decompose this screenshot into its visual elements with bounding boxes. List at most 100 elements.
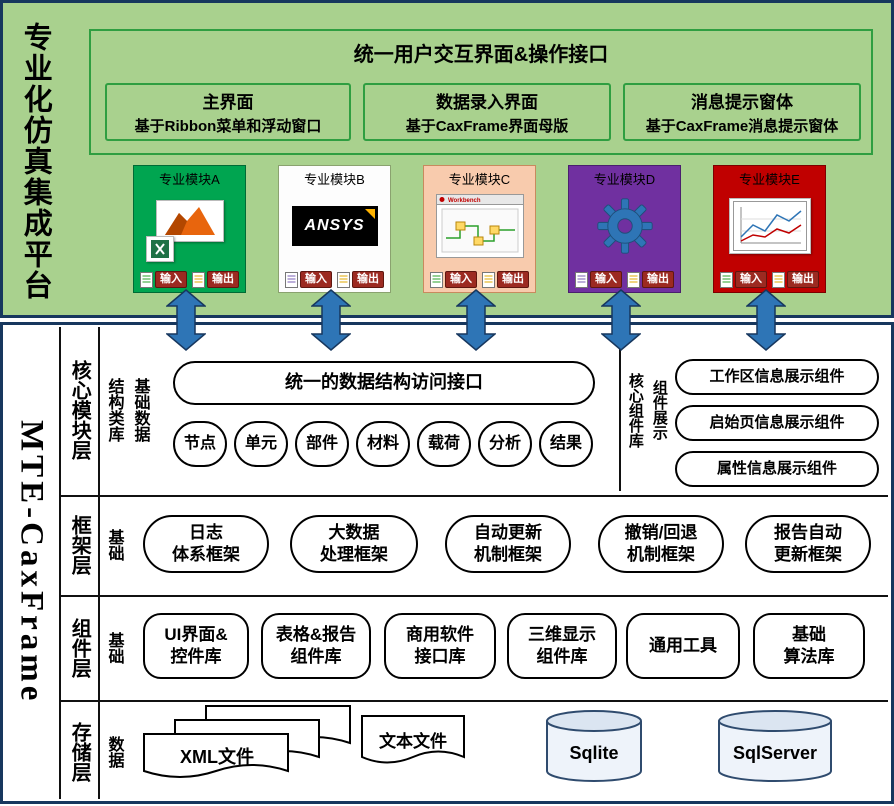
sqlserver-cylinder: SqlServer (717, 709, 833, 785)
component-layer-sublabel: 基础 (105, 631, 123, 664)
module-label: 专业模块D (593, 172, 656, 187)
ansys-logo: ANSYS (291, 206, 378, 246)
output-doc-icon (192, 272, 205, 288)
database-cylinder-icon (718, 710, 832, 782)
divider-line (59, 327, 61, 799)
output-doc-icon (627, 272, 640, 288)
framework-box: 自动更新 机制框架 (445, 515, 571, 573)
input-badge: 输入 (155, 270, 187, 288)
framework-box: 大数据 处理框架 (290, 515, 418, 573)
input-badge: 输入 (300, 270, 332, 288)
flow-arrow (601, 289, 641, 351)
sqlite-cylinder: Sqlite (545, 709, 643, 785)
input-doc-icon (720, 272, 733, 288)
stacked-documents-icon (143, 705, 351, 778)
component-display-label: 组件展示 (650, 380, 668, 440)
module-a-icons (134, 188, 245, 264)
flow-arrow (166, 289, 206, 351)
sqlite-label: Sqlite (569, 743, 619, 763)
core-item: 部件 (295, 421, 349, 467)
component-box: 基础 算法库 (753, 613, 865, 679)
workbench-screenshot-icon: Workbench (435, 194, 524, 258)
input-doc-icon (430, 272, 443, 288)
divider-line (59, 595, 888, 597)
storage-layer-label: 存储层 (68, 722, 91, 782)
module-card-e: 专业模块E 输入 (713, 165, 826, 293)
module-label: 专业模块A (159, 172, 220, 187)
input-badge: 输入 (590, 270, 622, 288)
component-layer-label: 组件层 (68, 617, 91, 678)
input-doc-icon (140, 272, 153, 288)
module-io: 输入 输出 (424, 270, 535, 288)
framework-layer-label: 框架层 (68, 515, 91, 575)
core-layer-label: 核心模块层 (68, 360, 91, 460)
divider-line (59, 495, 888, 497)
message-window-panel: 消息提示窗体 基于CaxFrame消息提示窗体 (623, 83, 861, 141)
module-card-c: 专业模块C Workbench 输入 (423, 165, 536, 293)
module-io: 输入 输出 (569, 270, 680, 288)
module-card-d: 专业模块D (568, 165, 681, 293)
core-item: 材料 (356, 421, 410, 467)
divider-line (619, 329, 621, 491)
core-layer-sublabel-structure: 结构类库 (105, 378, 123, 442)
storage-layer-sublabel: 数据 (105, 736, 123, 768)
divider-line (98, 327, 100, 799)
core-item: 分析 (478, 421, 532, 467)
platform-title: 专业化仿真集成平台 (19, 21, 52, 301)
main-ui-panel: 主界面 基于Ribbon菜单和浮动窗口 (105, 83, 351, 141)
flow-arrow (456, 289, 496, 351)
module-card-b: 专业模块B ANSYS 输入 输出 (278, 165, 391, 293)
panel-title: 消息提示窗体 (691, 93, 793, 112)
display-component-box: 属性信息展示组件 (675, 451, 879, 487)
output-badge: 输出 (787, 270, 819, 288)
input-badge: 输入 (735, 270, 767, 288)
module-io: 输入 输出 (714, 270, 825, 288)
text-file-label: 文本文件 (379, 732, 447, 751)
core-item: 单元 (234, 421, 288, 467)
divider-line (59, 700, 888, 702)
display-component-box: 工作区信息展示组件 (675, 359, 879, 395)
framework-box: 日志 体系框架 (143, 515, 269, 573)
sqlserver-label: SqlServer (732, 743, 818, 763)
xml-files-shape: XML文件 (143, 705, 353, 789)
core-layer-sublabel-data: 基础数据 (131, 378, 149, 442)
panel-title: 主界面 (202, 93, 254, 112)
component-box: 通用工具 (626, 613, 740, 679)
ansys-logo-text: ANSYS (304, 217, 365, 234)
unified-ui-box: 统一用户交互界面&操作接口 主界面 基于Ribbon菜单和浮动窗口 数据录入界面… (89, 29, 873, 155)
module-b-icons: ANSYS (279, 188, 390, 264)
module-io: 输入 输出 (134, 270, 245, 288)
output-doc-icon (337, 272, 350, 288)
excel-icon (146, 236, 174, 262)
framework-box: 撤销/回退 机制框架 (598, 515, 724, 573)
frame-title: MTE-CaxFrame (13, 419, 50, 705)
database-cylinder-icon (546, 710, 642, 782)
document-icon (361, 715, 465, 764)
flow-arrow (746, 289, 786, 351)
xml-file-label: XML文件 (180, 747, 254, 767)
module-c-icons: Workbench (424, 188, 535, 264)
caxframe-section: MTE-CaxFrame 核心模块层 结构类库 基础数据 统一的数据结构访问接口… (0, 322, 894, 804)
module-e-icons (714, 188, 825, 264)
core-item: 节点 (173, 421, 227, 467)
text-file-shape: 文本文件 (361, 715, 465, 773)
output-badge: 输出 (352, 270, 384, 288)
module-label: 专业模块B (304, 172, 365, 187)
component-box: 商用软件 接口库 (384, 613, 496, 679)
core-item: 结果 (539, 421, 593, 467)
component-box: UI界面& 控件库 (143, 613, 249, 679)
output-doc-icon (772, 272, 785, 288)
data-entry-panel: 数据录入界面 基于CaxFrame界面母版 (363, 83, 611, 141)
output-badge: 输出 (642, 270, 674, 288)
core-component-lib-label: 核心组件库 (626, 372, 644, 448)
output-badge: 输出 (497, 270, 529, 288)
component-box: 三维显示 组件库 (507, 613, 617, 679)
input-badge: 输入 (445, 270, 477, 288)
chart-icon (728, 198, 811, 254)
ansys-gold-accent-icon (364, 209, 375, 219)
display-component-box: 启始页信息展示组件 (675, 405, 879, 441)
framework-layer-sublabel: 基础 (105, 529, 123, 561)
panel-subtitle: 基于CaxFrame消息提示窗体 (645, 118, 839, 135)
module-label: 专业模块C (448, 172, 511, 187)
